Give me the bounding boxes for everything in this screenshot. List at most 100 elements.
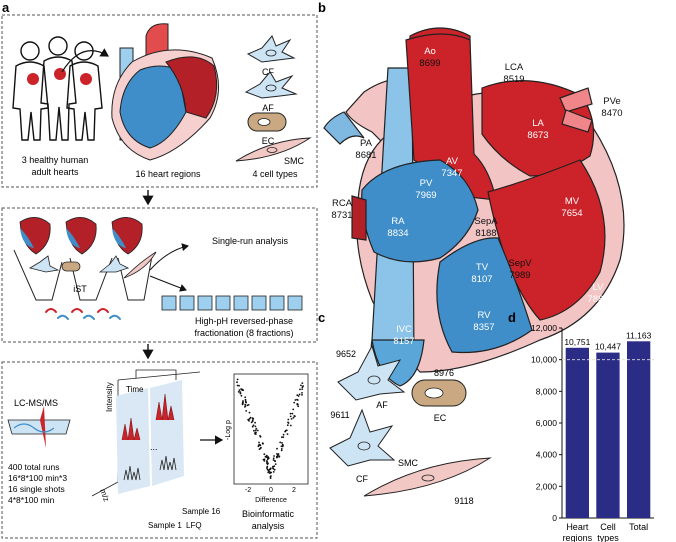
volcano-point (258, 443, 261, 446)
y-tick-label: 4,000 (536, 450, 558, 460)
y-tick-label: 8,000 (536, 386, 558, 396)
volcano-point (268, 468, 271, 471)
volcano-point (276, 453, 278, 455)
c-smc-name: SMC (398, 458, 419, 468)
region-name-mv: MV (565, 196, 580, 207)
volcano-point (272, 471, 275, 473)
region-value-pv: 7969 (415, 190, 436, 201)
bar (596, 352, 620, 518)
region-value-rca: 8731 (331, 210, 352, 221)
arrow-single-run (149, 243, 189, 271)
human-figures-icon (12, 36, 103, 141)
category-label: Total (629, 522, 648, 532)
c-ec-value: 8976 (434, 368, 454, 378)
volcano-point (258, 441, 260, 444)
ist-label: iST (73, 284, 87, 294)
volcano-point (272, 459, 275, 461)
volcano-point (300, 384, 302, 387)
volcano-point (259, 447, 262, 450)
category-label: Heart (566, 522, 589, 532)
cell-label-cf: CF (262, 67, 274, 77)
volcano-point (254, 429, 257, 432)
af-cell-icon (337, 344, 406, 401)
volcano-tick-neg2: -2 (245, 487, 251, 494)
region-value-mv: 7654 (561, 208, 582, 219)
volcano-point (287, 418, 290, 421)
fractionation-line1: High-pH reversed-phase (195, 316, 293, 326)
volcano-point (290, 418, 293, 420)
volcano-point (267, 457, 270, 460)
volcano-point (301, 388, 304, 390)
volcano-point (278, 456, 280, 458)
volcano-point (251, 417, 254, 419)
volcano-point (268, 471, 271, 473)
panel-a-step1: 3 healthy human adult hearts 16 heart re… (1, 14, 318, 188)
volcano-point (244, 396, 247, 399)
volcano-point (244, 405, 247, 407)
y-tick-label: 6,000 (536, 418, 558, 428)
c-ec-name: EC (434, 413, 447, 423)
bar (565, 347, 589, 518)
volcano-point (301, 386, 304, 389)
volcano-point (269, 467, 272, 470)
region-value-lv: 7883 (587, 294, 608, 305)
volcano-point (291, 412, 294, 415)
volcano-point (236, 384, 239, 387)
volcano-point (254, 433, 257, 435)
volcano-frame (233, 373, 309, 485)
volcano-point (272, 468, 275, 470)
c-af-name: AF (376, 400, 388, 410)
c-smc-value: 9118 (454, 496, 473, 506)
pulmonary-vein-icon (559, 87, 593, 113)
step2-box (1, 207, 318, 343)
region-value-pve: 8470 (601, 108, 622, 119)
volcano-point (276, 447, 278, 450)
volcano-point (289, 412, 292, 415)
volcano-point (261, 442, 264, 445)
volcano-point (296, 399, 299, 401)
volcano-point (249, 416, 252, 419)
volcano-point (236, 381, 238, 384)
volcano-plot: -2 0 2 Difference -Log p (225, 373, 309, 504)
volcano-point (293, 401, 296, 404)
region-value-la: 8673 (527, 130, 548, 141)
smooth-muscle-smc-icon (235, 137, 312, 162)
volcano-point (301, 394, 303, 396)
volcano-point (294, 415, 296, 418)
volcano-point (254, 425, 257, 428)
region-name-pv: PV (420, 178, 433, 189)
volcano-point (237, 391, 240, 393)
step3-box (1, 361, 318, 539)
volcano-point (282, 444, 284, 447)
volcano-xlabel: Difference (255, 497, 287, 504)
y-tick-label: 12,000 (531, 323, 557, 333)
region-name-lv: LV (593, 282, 605, 293)
single-run-label: Single-run analysis (212, 236, 289, 246)
heart-diagram (323, 27, 625, 387)
heart-samples-icon (19, 217, 143, 255)
volcano-point (256, 429, 259, 432)
volcano-point (297, 405, 300, 408)
small-hearts-icon (27, 68, 92, 85)
cell-types-diagram (329, 344, 492, 497)
fractionation-line2: fractionation (8 fractions) (194, 328, 293, 338)
volcano-point (267, 469, 270, 472)
bar (627, 341, 651, 518)
volcano-point (273, 459, 276, 462)
volcano-point (272, 465, 274, 468)
sample16-label: Sample 16 (182, 507, 221, 516)
volcano-point (286, 433, 289, 435)
right-atrium-icon (361, 159, 479, 263)
volcano-point (246, 404, 249, 407)
region-name-pa: PA (360, 138, 373, 149)
lc-column-icon (7, 406, 71, 448)
region-value-ra: 8834 (387, 228, 408, 239)
peptides-icon (45, 308, 121, 320)
runs-line1: 400 total runs (8, 462, 60, 472)
region-name-la: LA (532, 118, 544, 129)
volcano-point (244, 403, 247, 406)
volcano-point (245, 401, 247, 404)
bar-value-label: 10,751 (564, 337, 590, 347)
fibroblast-cf-icon (246, 35, 296, 63)
